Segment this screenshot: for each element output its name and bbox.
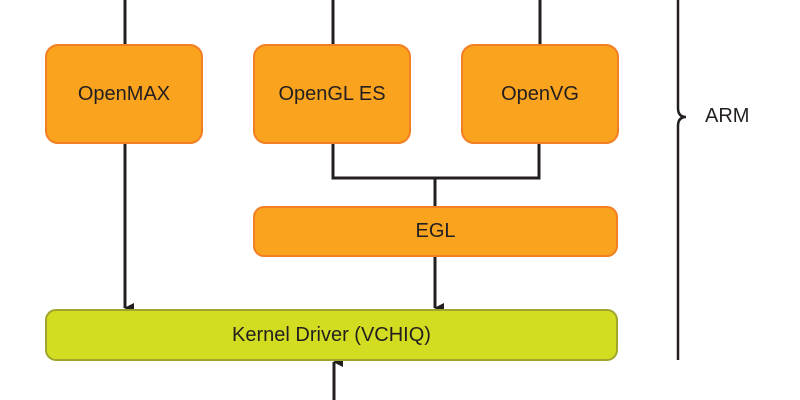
egl-label: EGL [415,220,456,242]
arm-group-label: ARM [705,105,750,127]
egl-box: EGL [253,206,618,257]
openmax-box: OpenMAX [45,44,203,144]
openvg-label: OpenVG [501,82,579,105]
kernel-driver-label: Kernel Driver (VCHIQ) [232,323,431,346]
opengl-es-label: OpenGL ES [278,82,386,105]
arm-brace [676,0,687,360]
line-gl-vg-merge [331,143,541,180]
openmax-label: OpenMAX [77,82,171,105]
kernel-driver-box: Kernel Driver (VCHIQ) [45,309,618,361]
openvg-box: OpenVG [461,44,619,144]
opengl-es-box: OpenGL ES [253,44,411,144]
